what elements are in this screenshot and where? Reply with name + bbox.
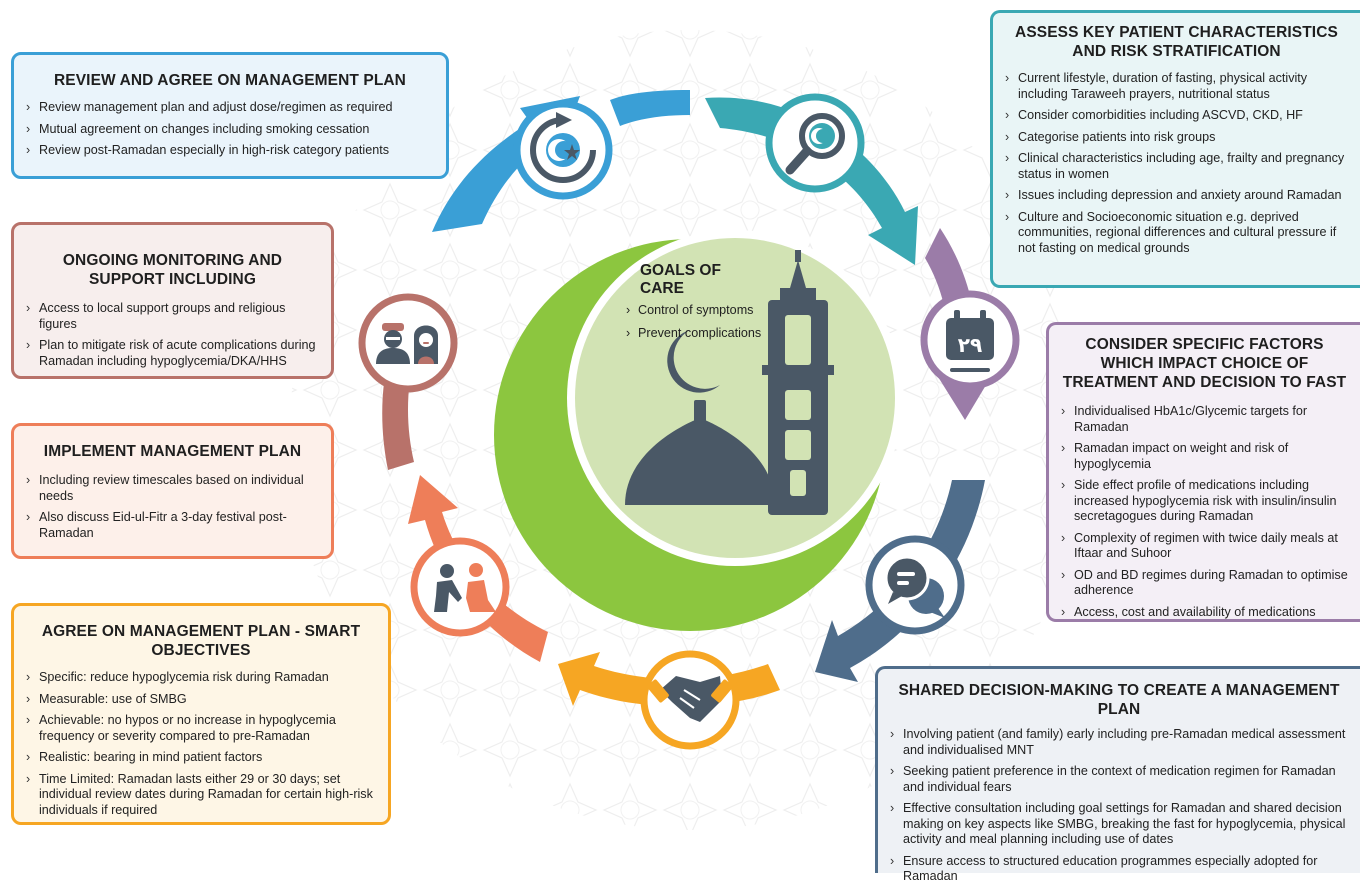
- agree-box: AGREE ON MANAGEMENT PLAN - SMART OBJECTI…: [11, 603, 391, 825]
- shared-item: Effective consultation including goal se…: [890, 801, 1348, 848]
- calendar-icon: ٢٩: [946, 310, 994, 372]
- handshake-icon: [647, 676, 733, 722]
- review-box: REVIEW AND AGREE ON MANAGEMENT PLAN Revi…: [11, 52, 449, 179]
- agree-item: Time Limited: Ramadan lasts either 29 or…: [26, 772, 376, 819]
- node-assess: [765, 93, 865, 193]
- shared-item: Involving patient (and family) early inc…: [890, 727, 1348, 758]
- node-monitor: [358, 293, 458, 393]
- node-agree: [640, 650, 740, 750]
- shared-item: Seeking patient preference in the contex…: [890, 764, 1348, 795]
- review-item: Review post-Ramadan especially in high-r…: [26, 143, 434, 159]
- node-implement: [410, 537, 510, 637]
- shared-title: SHARED DECISION-MAKING TO CREATE A MANAG…: [898, 682, 1340, 718]
- consider-item: Access, cost and availability of medicat…: [1061, 605, 1348, 621]
- agree-item: Achievable: no hypos or no increase in h…: [26, 713, 376, 744]
- implement-item: Including review timescales based on ind…: [26, 473, 319, 504]
- assess-item: Clinical characteristics including age, …: [1005, 151, 1348, 182]
- node-consider: ٢٩: [920, 290, 1020, 390]
- assess-item: Consider comorbidities including ASCVD, …: [1005, 108, 1348, 124]
- implement-box: IMPLEMENT MANAGEMENT PLAN Including revi…: [11, 423, 334, 559]
- consider-item: Complexity of regimen with twice daily m…: [1061, 531, 1348, 562]
- arrow-implement: [408, 475, 548, 662]
- chat-bubbles-icon: [884, 555, 945, 618]
- consider-title: CONSIDER SPECIFIC FACTORS WHICH IMPACT C…: [1062, 336, 1347, 391]
- goal-item: Prevent complications: [622, 326, 762, 342]
- refresh-star-icon: [530, 112, 596, 183]
- prayer-figures-icon: [434, 563, 496, 612]
- agree-item: Measurable: use of SMBG: [26, 692, 376, 708]
- consider-item: OD and BD regimes during Ramadan to opti…: [1061, 568, 1348, 599]
- religious-figures-icon: [376, 323, 438, 364]
- agree-item: Realistic: bearing in mind patient facto…: [26, 750, 376, 766]
- review-title: REVIEW AND AGREE ON MANAGEMENT PLAN: [54, 72, 406, 89]
- assess-box: ASSESS KEY PATIENT CHARACTERISTICS AND R…: [990, 10, 1360, 288]
- goal-item: Control of symptoms: [622, 303, 762, 319]
- assess-item: Culture and Socioeconomic situation e.g.…: [1005, 210, 1348, 257]
- monitor-title: ONGOING MONITORING AND SUPPORT INCLUDING: [62, 252, 283, 288]
- assess-item: Current lifestyle, duration of fasting, …: [1005, 71, 1348, 102]
- goals-title: GOALS OF CARE: [640, 262, 721, 297]
- monitor-item: Access to local support groups and relig…: [26, 301, 319, 332]
- arrow-shared: [815, 480, 985, 682]
- implement-title: IMPLEMENT MANAGEMENT PLAN: [43, 443, 302, 460]
- assess-title: ASSESS KEY PATIENT CHARACTERISTICS AND R…: [1015, 24, 1338, 60]
- monitor-box: ONGOING MONITORING AND SUPPORT INCLUDING…: [11, 222, 334, 379]
- node-shared: [865, 535, 965, 635]
- consider-item: Individualised HbA1c/Glycemic targets fo…: [1061, 404, 1348, 435]
- consider-item: Side effect profile of medications inclu…: [1061, 478, 1348, 525]
- review-item: Mutual agreement on changes including sm…: [26, 122, 434, 138]
- assess-item: Categorise patients into risk groups: [1005, 130, 1348, 146]
- review-item: Review management plan and adjust dose/r…: [26, 100, 434, 116]
- node-review: [513, 100, 613, 200]
- magnifier-icon: [785, 113, 845, 175]
- agree-item: Specific: reduce hypoglycemia risk durin…: [26, 670, 376, 686]
- arrow-top: [610, 90, 690, 126]
- agree-title: AGREE ON MANAGEMENT PLAN - SMART OBJECTI…: [41, 623, 361, 659]
- calendar-number: ٢٩: [958, 333, 982, 357]
- shared-item: Ensure access to structured education pr…: [890, 854, 1348, 885]
- consider-box: CONSIDER SPECIFIC FACTORS WHICH IMPACT C…: [1046, 322, 1360, 622]
- monitor-item: Plan to mitigate risk of acute complicat…: [26, 338, 319, 369]
- consider-item: Ramadan impact on weight and risk of hyp…: [1061, 441, 1348, 472]
- implement-item: Also discuss Eid-ul-Fitr a 3-day festiva…: [26, 510, 319, 541]
- mosque-icon: [625, 250, 834, 515]
- shared-box: SHARED DECISION-MAKING TO CREATE A MANAG…: [875, 666, 1360, 883]
- assess-item: Issues including depression and anxiety …: [1005, 188, 1348, 204]
- goals-of-care: GOALS OF CARE Control of symptoms Preven…: [622, 262, 762, 348]
